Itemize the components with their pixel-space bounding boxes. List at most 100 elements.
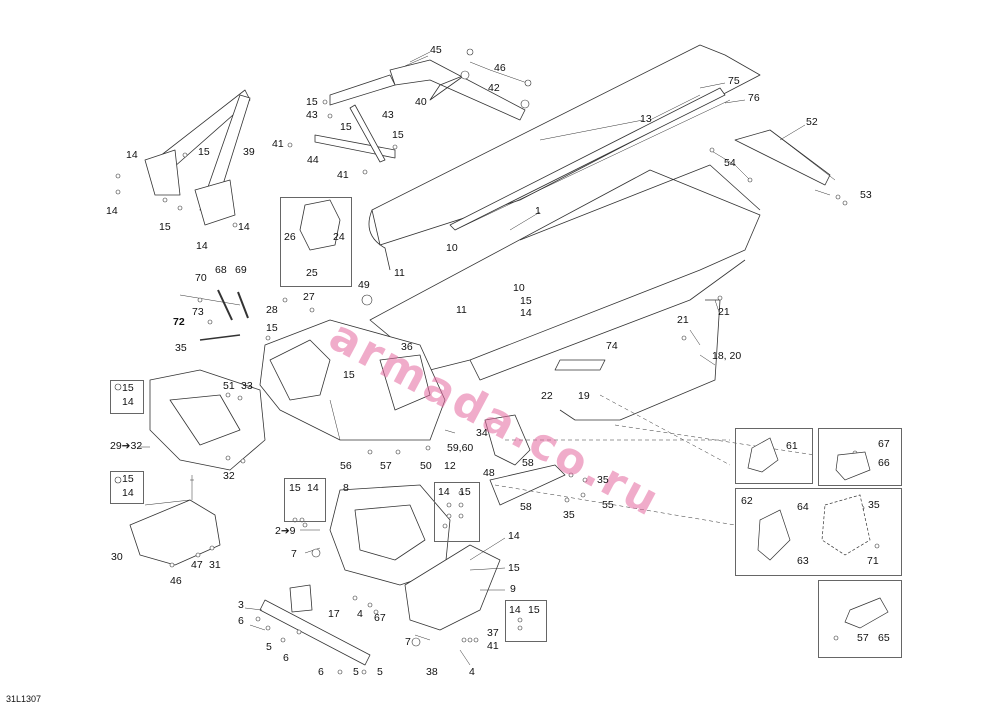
inset-box-15-14-front (110, 380, 144, 414)
callout: 14 (508, 530, 520, 542)
figure-code: 31L1307 (6, 694, 42, 704)
callout: 7 (405, 636, 411, 648)
callout: 70 (195, 272, 207, 284)
callout: 14 (307, 482, 319, 494)
callout: 32 (223, 470, 235, 482)
callout: 76 (748, 92, 760, 104)
callout: 28 (266, 304, 278, 316)
callout: 19 (578, 390, 590, 402)
callout: 5 (266, 641, 272, 653)
callout: 18, 20 (712, 350, 742, 362)
callout: 57 (380, 460, 392, 472)
callout: 14 (122, 487, 134, 499)
callout: 72 (173, 316, 185, 328)
callout: 14 (106, 205, 118, 217)
inset-box-57-65 (818, 580, 902, 658)
inset-box-61 (735, 428, 813, 484)
callout: 5 (353, 666, 359, 678)
callout: 29➔32 (110, 440, 143, 452)
callout: 35 (175, 342, 187, 354)
callout: 15 (266, 322, 278, 334)
callout: 14 (238, 221, 250, 233)
callout: 7 (291, 548, 297, 560)
callout: 14 (122, 396, 134, 408)
callout: 24 (333, 231, 345, 243)
callout: 13 (640, 113, 652, 125)
callout: 54 (724, 157, 736, 169)
callout: 6 (318, 666, 324, 678)
inset-box-15-14-lower (110, 471, 144, 504)
callout: 4 (357, 608, 363, 620)
callout: 35 (597, 474, 609, 486)
callout: 10 (446, 242, 458, 254)
callout: 12 (444, 460, 456, 472)
callout: 8 (343, 482, 349, 494)
callout: 45 (430, 44, 442, 56)
callout: 15 (289, 482, 301, 494)
callout: 15 (520, 295, 532, 307)
inset-box-14-15-bottom (505, 600, 547, 642)
callout: 6 (238, 615, 244, 627)
callout: 46 (494, 62, 506, 74)
callout: 55 (602, 499, 614, 511)
callout: 11 (456, 304, 467, 316)
callout: 68 (215, 264, 227, 276)
callout: 22 (541, 390, 553, 402)
callout: 58 (520, 501, 532, 513)
callout: 64 (797, 501, 809, 513)
callout: 33 (241, 380, 253, 392)
callout: 41 (337, 169, 349, 181)
callout: 51 (223, 380, 235, 392)
callout: 42 (488, 82, 500, 94)
callout: 62 (741, 495, 753, 507)
callout: 30 (111, 551, 123, 563)
callout: 52 (806, 116, 818, 128)
callout: 5 (377, 666, 383, 678)
callout: 53 (860, 189, 872, 201)
callout: 41 (487, 640, 499, 652)
callout: 38 (426, 666, 438, 678)
callout: 25 (306, 267, 318, 279)
callout: 39 (243, 146, 255, 158)
callout: 56 (340, 460, 352, 472)
callout: 58 (522, 457, 534, 469)
callout: 14 (509, 604, 521, 616)
callout: 2➔9 (275, 525, 296, 537)
callout: 3 (238, 599, 244, 611)
callout: 15 (159, 221, 171, 233)
callout: 9 (510, 583, 516, 595)
callout: 66 (878, 457, 890, 469)
callout: 10 (513, 282, 525, 294)
inset-box-24-26 (280, 197, 352, 287)
callout: 14 (126, 149, 138, 161)
callout: 75 (728, 75, 740, 87)
callout: 26 (284, 231, 296, 243)
callout: 44 (307, 154, 319, 166)
callout: 14 (520, 307, 532, 319)
callout: 15 (306, 96, 318, 108)
callout: 15 (122, 382, 134, 394)
callout: 14 (438, 486, 450, 498)
callout: 59,60 (447, 442, 474, 454)
callout: 71 (867, 555, 879, 567)
callout: 15 (340, 121, 352, 133)
inset-box-66-67 (818, 428, 902, 486)
callout: 40 (415, 96, 427, 108)
callout: 43 (382, 109, 394, 121)
callout: 67 (878, 438, 890, 450)
callout: 61 (786, 440, 798, 452)
callout: 43 (306, 109, 318, 121)
callout: 36 (401, 341, 413, 353)
callout: 47 (191, 559, 203, 571)
callout: 46 (170, 575, 182, 587)
callout: 17 (328, 608, 340, 620)
callout: 14 (196, 240, 208, 252)
callout: 69 (235, 264, 247, 276)
callout: 57 (857, 632, 869, 644)
callout: 74 (606, 340, 618, 352)
callout: 50 (420, 460, 432, 472)
callout: 21 (677, 314, 689, 326)
callout: 6 (283, 652, 289, 664)
